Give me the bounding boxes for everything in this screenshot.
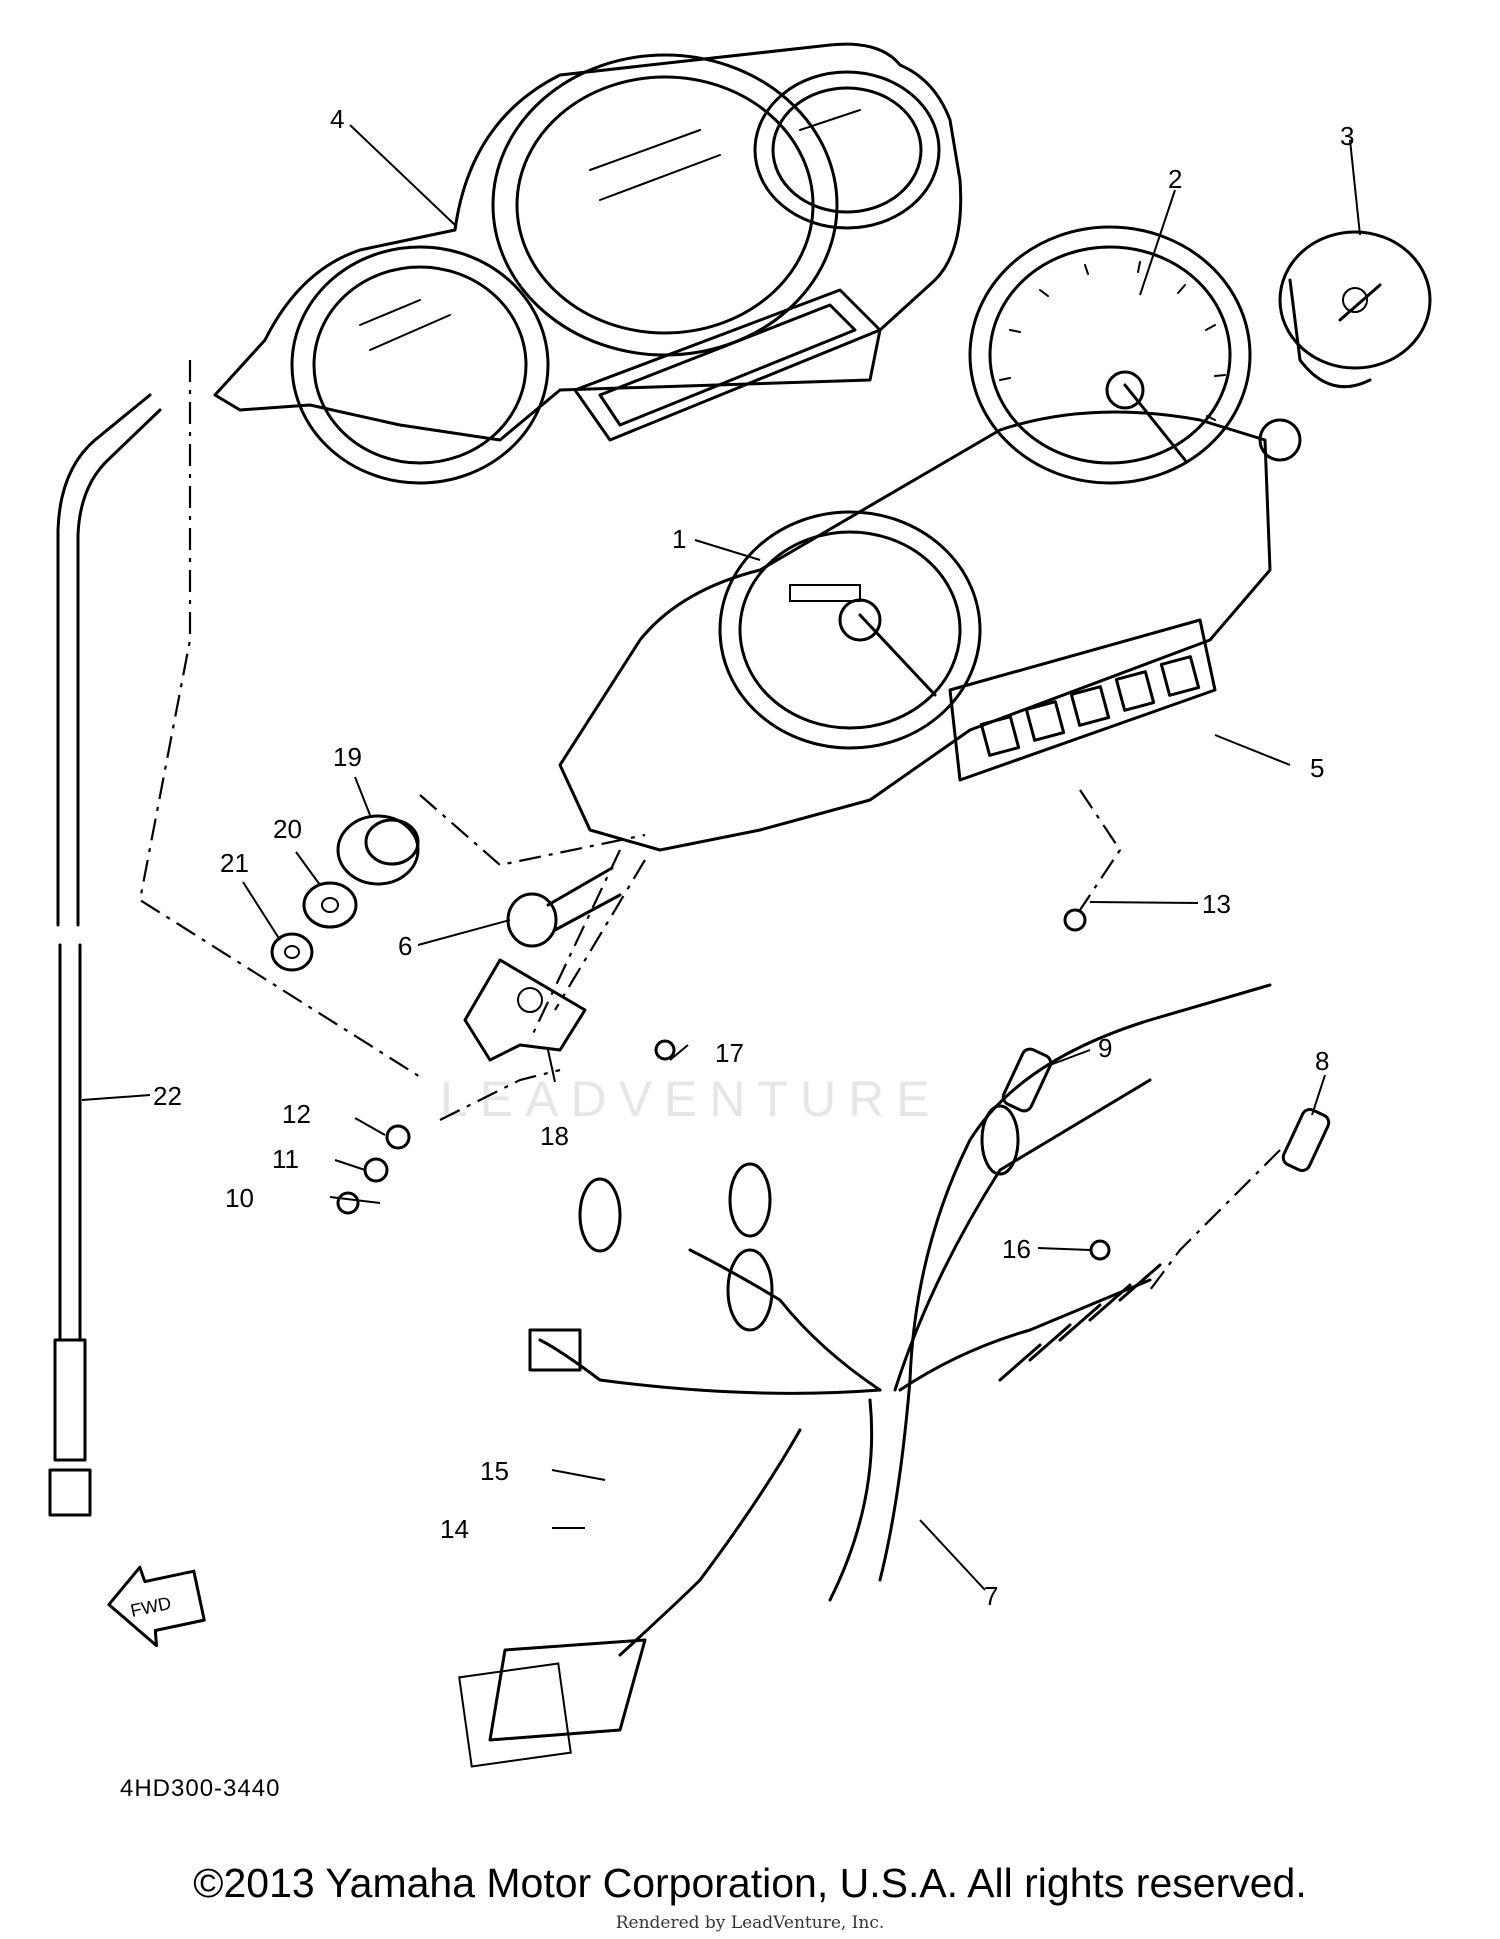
- bracket-part-18: [463, 958, 587, 1062]
- callout-4: 4: [330, 104, 344, 134]
- assembly-lines: [138, 360, 1281, 1291]
- fwd-label: FWD: [129, 1593, 173, 1621]
- callout-8: 8: [1315, 1046, 1329, 1076]
- callout-9: 9: [1098, 1033, 1112, 1063]
- tachometer-part-2: [968, 225, 1252, 485]
- reset-knob-part-6: [506, 866, 622, 948]
- callout-5: 5: [1310, 753, 1324, 783]
- meter-cover-part-4: [213, 42, 963, 485]
- callout-12: 12: [282, 1099, 311, 1129]
- copyright-notice: ©2013 Yamaha Motor Corporation, U.S.A. A…: [193, 1860, 1307, 1906]
- callout-13: 13: [1202, 889, 1231, 919]
- wire-harness-part-7: [458, 983, 1272, 1768]
- diagram-part-code: 4HD300-3440: [120, 1775, 281, 1802]
- callout-3: 3: [1340, 121, 1354, 151]
- callout-labels: 4 2 3 1 5 6 7 8 9 10 11 12 13 14 15 16 1…: [153, 104, 1354, 1611]
- callout-14: 14: [440, 1514, 469, 1544]
- callout-17: 17: [715, 1038, 744, 1068]
- leader-lines: [81, 124, 1361, 1591]
- callout-20: 20: [273, 814, 302, 844]
- callout-7: 7: [984, 1581, 998, 1611]
- indicator-part-3: [1278, 230, 1432, 389]
- callout-6: 6: [398, 931, 412, 961]
- meter-case-part-5: [558, 410, 1302, 852]
- rendered-by-credit: Rendered by LeadVenture, Inc.: [615, 1913, 885, 1933]
- bulbs-parts-8-9: [1001, 1047, 1331, 1172]
- forward-direction-arrow: FWD: [107, 1565, 206, 1648]
- callout-10: 10: [225, 1183, 254, 1213]
- callout-19: 19: [333, 742, 362, 772]
- callout-21: 21: [220, 848, 249, 878]
- callout-11: 11: [272, 1144, 299, 1174]
- callout-22: 22: [153, 1081, 182, 1111]
- callout-1: 1: [672, 524, 686, 554]
- speedometer-cable-part-22: [48, 393, 162, 1517]
- screws-parts-13-17-16: [654, 908, 1111, 1261]
- callout-15: 15: [480, 1456, 509, 1486]
- speedometer-part-1: [718, 510, 982, 750]
- grommets-parts-19-20-21: [270, 814, 420, 972]
- callout-18: 18: [540, 1121, 569, 1151]
- callout-16: 16: [1002, 1234, 1031, 1264]
- callout-2: 2: [1168, 164, 1182, 194]
